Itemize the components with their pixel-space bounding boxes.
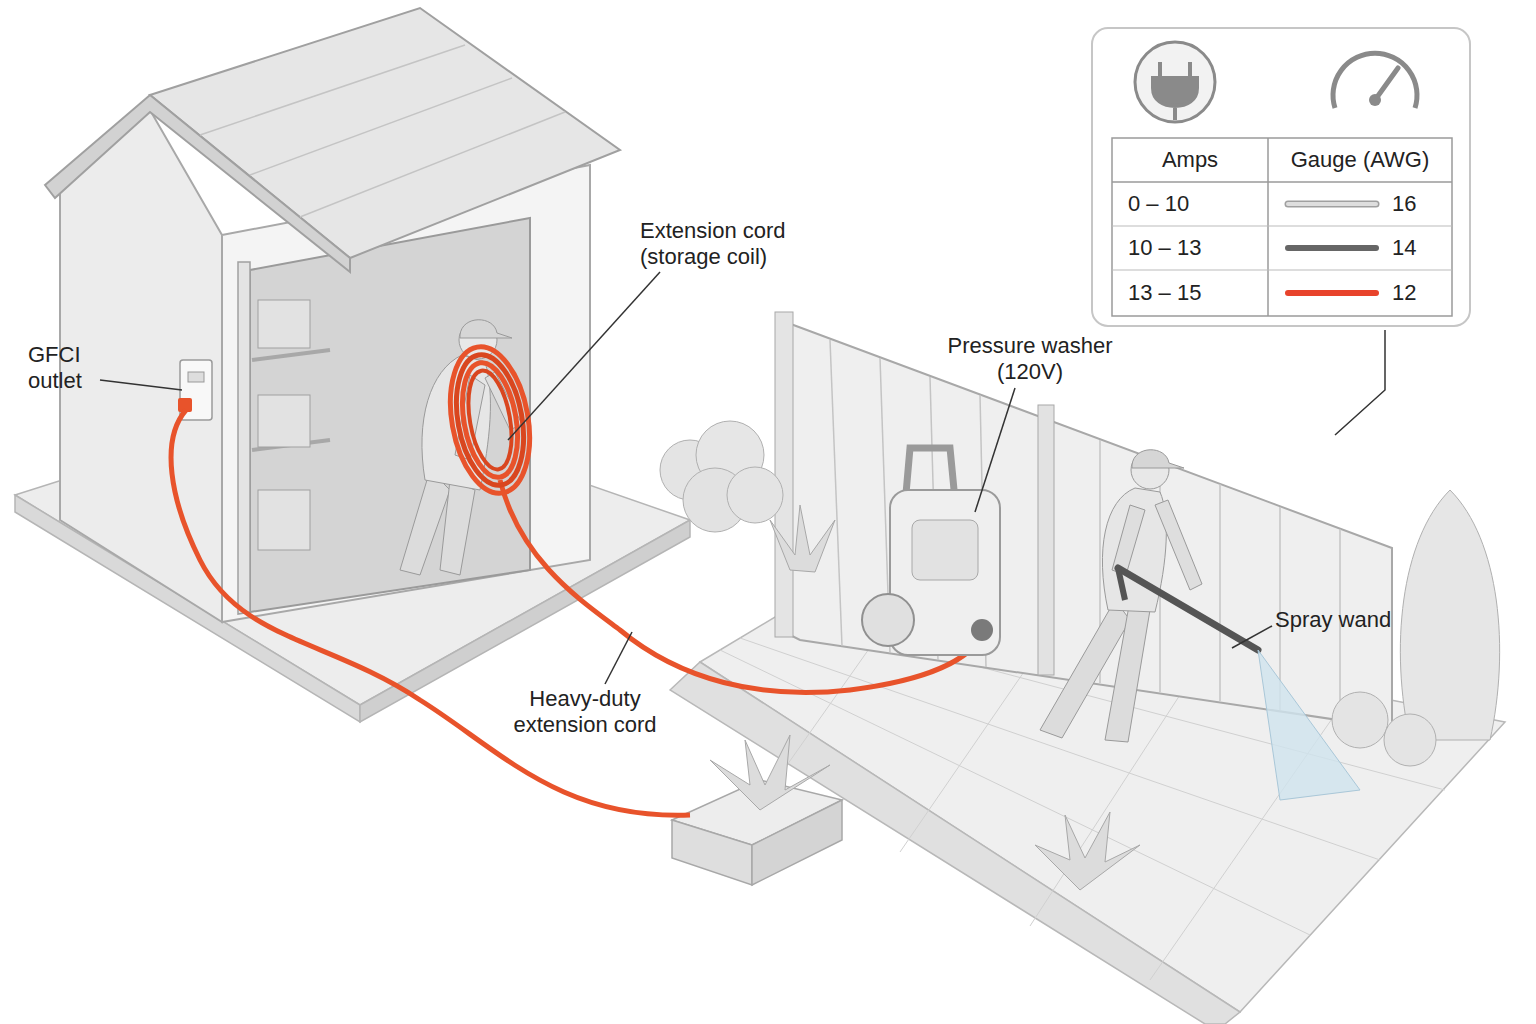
planter-box xyxy=(752,800,842,885)
wire-sample xyxy=(1288,201,1376,208)
bush xyxy=(1332,692,1388,748)
shed-door-opening xyxy=(250,218,530,612)
roof-shingle-line xyxy=(300,112,565,217)
planter-box xyxy=(672,820,752,885)
person-leg xyxy=(440,480,475,575)
fence-post xyxy=(775,312,793,637)
water-spray xyxy=(1258,650,1360,800)
callout-label: GFCI outlet xyxy=(28,342,94,394)
roof-edge xyxy=(45,95,350,272)
table-cell: 16 xyxy=(1392,191,1416,217)
person-cap xyxy=(460,320,512,338)
conifer xyxy=(1400,490,1499,740)
fence-board xyxy=(1219,484,1221,701)
wand-grip xyxy=(1118,568,1125,600)
gauge-table xyxy=(1112,138,1452,316)
table-panel xyxy=(1092,28,1470,326)
fence-post xyxy=(1038,405,1054,675)
plug-icon xyxy=(1153,62,1197,120)
leader-line xyxy=(975,388,1015,512)
washer-socket xyxy=(971,619,993,641)
table-cell: 10 – 13 xyxy=(1128,235,1201,261)
storage-bin xyxy=(258,395,310,447)
storage-bin xyxy=(258,490,310,550)
roof-shingle-line xyxy=(200,45,465,135)
plant xyxy=(710,735,830,810)
person-leg xyxy=(1105,600,1150,742)
plug-icon xyxy=(1135,42,1215,122)
callout-label: Heavy-duty extension cord xyxy=(505,686,665,738)
person-arm xyxy=(1155,500,1202,590)
washer-panel xyxy=(912,520,978,580)
wire-sample xyxy=(1288,290,1376,296)
gauge-hub xyxy=(1369,94,1381,106)
table-header: Amps xyxy=(1112,147,1268,173)
wire-sample xyxy=(1288,245,1376,251)
table-rule xyxy=(1112,270,1452,271)
table-cell: 13 – 15 xyxy=(1128,280,1201,306)
bush xyxy=(1384,714,1436,766)
patio-step xyxy=(670,662,1240,1024)
table-rule xyxy=(1112,181,1452,183)
leader-line xyxy=(508,272,660,440)
coil-loop xyxy=(462,367,519,472)
fence-board xyxy=(830,340,842,646)
shelf xyxy=(252,350,330,360)
door-frame xyxy=(238,262,250,614)
table-cell: 0 – 10 xyxy=(1128,191,1189,217)
callout-label: Spray wand xyxy=(1275,607,1391,633)
table-cell: 12 xyxy=(1392,280,1416,306)
leader-line xyxy=(100,380,182,390)
washer-wheel xyxy=(862,594,914,646)
gauge-icon xyxy=(1333,53,1417,108)
coil-loop xyxy=(454,358,525,481)
spray-wand xyxy=(1118,568,1258,650)
wire-sample xyxy=(1288,202,1376,206)
plant xyxy=(1035,812,1140,890)
shed-side-wall xyxy=(60,110,222,622)
roof-shingle-line xyxy=(250,78,512,175)
table-rule xyxy=(1267,138,1269,316)
table-cell: 14 xyxy=(1392,235,1416,261)
person-cap xyxy=(1132,450,1184,468)
plant xyxy=(770,505,835,572)
leader-line xyxy=(1335,330,1385,435)
outlet-socket xyxy=(188,372,204,382)
storage-bin xyxy=(258,300,310,348)
table-header: Gauge (AWG) xyxy=(1268,147,1452,173)
shed-roof xyxy=(150,8,620,258)
bush xyxy=(727,467,783,523)
coil-loop xyxy=(447,349,533,490)
leader-line xyxy=(1232,626,1272,648)
leader-line xyxy=(605,632,632,684)
person-arm xyxy=(1112,505,1145,575)
callout-label: Extension cord (storage coil) xyxy=(640,218,810,270)
callout-label: Pressure washer (120V) xyxy=(925,333,1135,385)
table-rule xyxy=(1112,226,1452,227)
